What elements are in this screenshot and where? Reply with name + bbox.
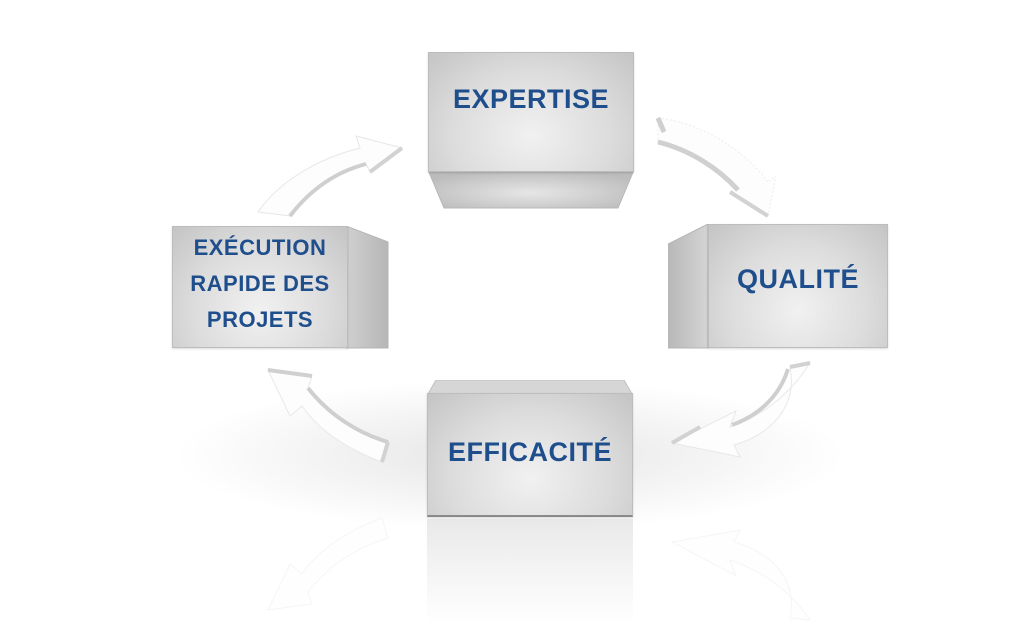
arrow-right-to-bottom-icon — [670, 361, 812, 458]
arrow-bottom-to-left-icon — [267, 368, 390, 463]
node-label-line-3: PROJETS — [206, 307, 314, 332]
node-label: QUALITÉ — [737, 264, 859, 294]
box-front-face: EXÉCUTION RAPIDE DES PROJETS — [172, 226, 348, 348]
arrow-reflection-right-icon — [670, 529, 812, 621]
box-front-face: QUALITÉ — [708, 224, 888, 348]
node-label-line-2: RAPIDE DES — [190, 271, 330, 296]
box-reflection — [427, 519, 633, 624]
box-bottom-face — [428, 170, 634, 209]
node-label: EXPERTISE — [452, 84, 610, 114]
arrow-top-to-right-icon — [655, 117, 777, 218]
box-front-face: EXPERTISE — [428, 52, 634, 172]
node-label: EFFICACITÉ — [448, 437, 612, 467]
arrow-left-to-top-icon — [257, 135, 404, 218]
arrow-reflection-left-icon — [267, 517, 389, 611]
box-front-face: EFFICACITÉ — [427, 393, 633, 517]
node-label-line-1: EXÉCUTION — [193, 235, 327, 260]
box-side-face — [346, 226, 389, 349]
box-side-face — [668, 224, 709, 349]
